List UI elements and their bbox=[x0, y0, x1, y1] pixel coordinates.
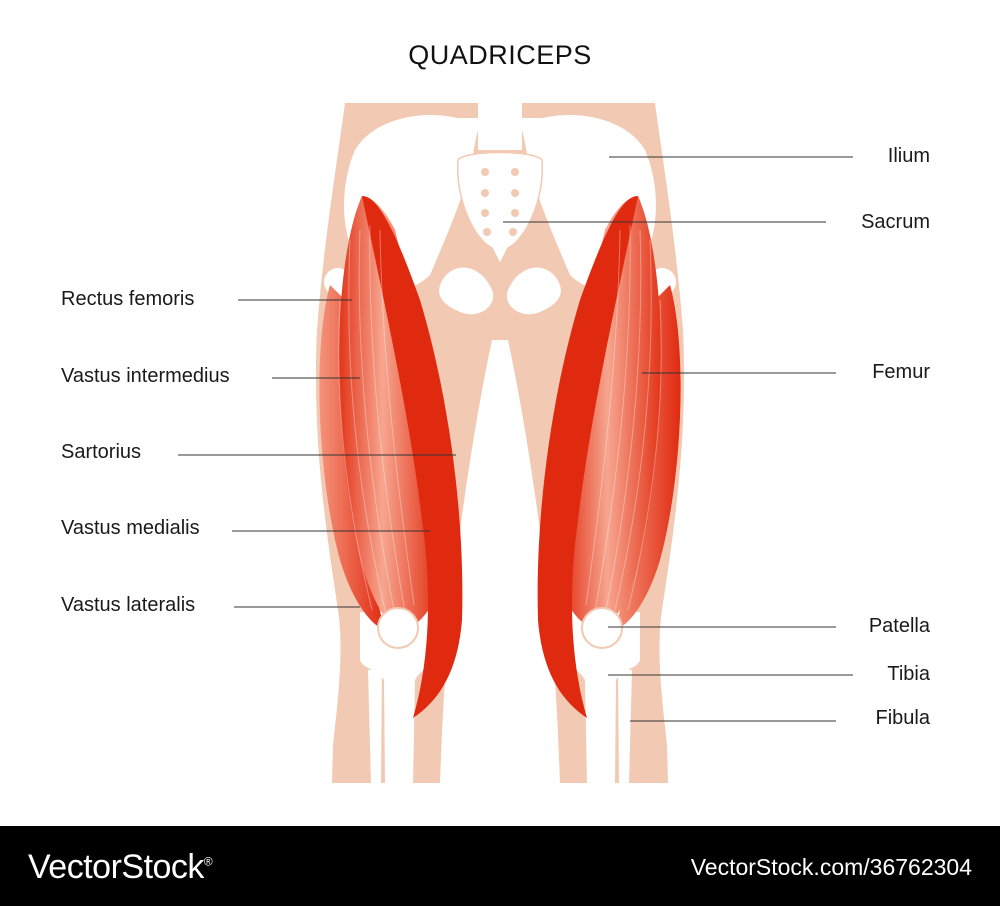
sacral-foramina bbox=[481, 168, 519, 236]
quadriceps-illustration bbox=[178, 103, 853, 783]
left-sartorius bbox=[362, 196, 463, 718]
registered-mark: ® bbox=[203, 854, 213, 869]
label-vastus-medialis: Vastus medialis bbox=[61, 517, 200, 539]
diagram-title: QUADRICEPS bbox=[408, 40, 592, 70]
watermark-footer: VectorStock® VectorStock.com/36762304 bbox=[0, 826, 1000, 906]
label-vastus-intermedius: Vastus intermedius bbox=[61, 365, 230, 387]
label-sacrum: Sacrum bbox=[861, 211, 930, 233]
brand-logo: VectorStock® bbox=[28, 848, 213, 887]
lower-leg-bones bbox=[360, 612, 640, 783]
right-thigh-muscles bbox=[537, 196, 681, 718]
right-sartorius bbox=[537, 196, 638, 718]
left-rectus-femoris bbox=[339, 196, 437, 632]
label-patella: Patella bbox=[868, 615, 930, 637]
right-rectus-femoris bbox=[563, 196, 661, 632]
label-ilium: Ilium bbox=[887, 145, 930, 167]
label-femur: Femur bbox=[872, 361, 930, 383]
label-sartorius: Sartorius bbox=[61, 441, 142, 463]
patellae bbox=[377, 607, 623, 649]
brand-name: VectorStock bbox=[28, 848, 204, 886]
left-thigh-muscles bbox=[319, 196, 463, 718]
label-fibula: Fibula bbox=[875, 707, 930, 729]
label-vastus-lateralis: Vastus lateralis bbox=[61, 594, 196, 616]
label-rectus-femoris: Rectus femoris bbox=[61, 288, 195, 310]
image-reference: VectorStock.com/36762304 bbox=[690, 854, 972, 880]
leader-lines bbox=[178, 156, 853, 722]
label-tibia: Tibia bbox=[887, 663, 930, 685]
